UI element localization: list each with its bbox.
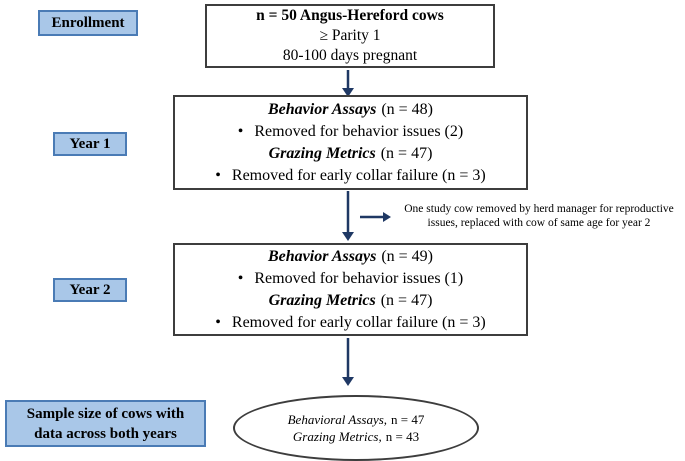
year2-label: Year 2 (53, 278, 127, 302)
year1-behavior-n: (n = 48) (381, 100, 433, 118)
year1-grazing-n: (n = 47) (380, 144, 433, 162)
year2-grazing-n: (n = 47) (380, 291, 433, 309)
final-grazing-value: n = 43 (385, 429, 420, 444)
year2-grazing-title-line: Grazing Metrics(n = 47) (269, 290, 433, 312)
enrollment-cohort-line: n = 50 Angus-Hereford cows (256, 7, 444, 24)
bullet-icon: • (215, 166, 221, 184)
bullet-icon: • (237, 269, 244, 287)
year2-label-text: Year 2 (69, 281, 111, 298)
year1-grazing-title: Grazing Metrics (268, 144, 376, 162)
sample-size-line1: Sample size of cows with (26, 405, 185, 422)
herd-manager-annotation: One study cow removed by herd manager fo… (395, 203, 683, 230)
year2-grazing-removed-line: • Removed for early collar failure (n = 3… (215, 312, 485, 334)
enrollment-box: n = 50 Angus-Hereford cows ≥ Parity 1 80… (205, 4, 495, 68)
sample-size-label: Sample size of cows with data across bot… (5, 400, 206, 447)
year2-behavior-title-line: Behavior Assays(n = 49) (268, 246, 433, 268)
final-behavioral-value: n = 47 (391, 412, 425, 427)
final-behavioral-label: Behavioral Assays, (287, 412, 388, 427)
year1-behavior-title-line: Behavior Assays(n = 48) (268, 99, 433, 121)
year1-grazing-removed-line: • Removed for early collar failure (n = 3… (215, 165, 485, 187)
final-behavioral-line: Behavioral Assays,n = 47 (288, 411, 425, 428)
year2-behavior-removed: Removed for behavior issues (1) (254, 269, 464, 287)
year1-behavior-title: Behavior Assays (268, 100, 377, 118)
year1-behavior-removed-line: • Removed for behavior issues (2) (238, 121, 463, 143)
year1-box: Behavior Assays(n = 48) • Removed for beh… (173, 95, 528, 190)
year1-grazing-removed: Removed for early collar failure (n = 3) (231, 166, 486, 184)
annotation-line1: One study cow removed by herd manager fo… (404, 203, 674, 215)
year1-label: Year 1 (53, 132, 127, 156)
arrow-to-annotation (360, 212, 391, 222)
year2-behavior-title: Behavior Assays (268, 247, 377, 265)
final-grazing-label: Grazing Metrics, (292, 429, 382, 444)
enrollment-parity-line: ≥ Parity 1 (319, 27, 381, 44)
annotation-line2: issues, replaced with cow of same age fo… (427, 216, 651, 229)
year2-behavior-removed-line: • Removed for behavior issues (1) (238, 268, 463, 290)
year2-grazing-title: Grazing Metrics (268, 291, 376, 309)
sample-size-line2: data across both years (34, 425, 177, 442)
final-grazing-line: Grazing Metrics,n = 43 (293, 428, 419, 445)
arrow-enrollment-to-year1 (342, 70, 354, 97)
year2-grazing-removed: Removed for early collar failure (n = 3) (231, 313, 486, 331)
year2-behavior-n: (n = 49) (381, 247, 433, 265)
enrollment-label-text: Enrollment (51, 14, 125, 31)
year1-behavior-removed: Removed for behavior issues (2) (254, 122, 464, 140)
bullet-icon: • (237, 122, 244, 140)
year1-grazing-title-line: Grazing Metrics(n = 47) (269, 143, 433, 165)
arrow-year1-to-year2 (342, 191, 354, 241)
year2-box: Behavior Assays(n = 49) • Removed for beh… (173, 243, 528, 336)
final-sample-ellipse: Behavioral Assays,n = 47 Grazing Metrics… (233, 395, 479, 461)
enrollment-label: Enrollment (38, 10, 138, 36)
enrollment-pregnancy-line: 80-100 days pregnant (282, 47, 418, 64)
arrow-year2-to-summary (342, 338, 354, 386)
year1-label-text: Year 1 (69, 135, 111, 152)
bullet-icon: • (215, 313, 221, 331)
